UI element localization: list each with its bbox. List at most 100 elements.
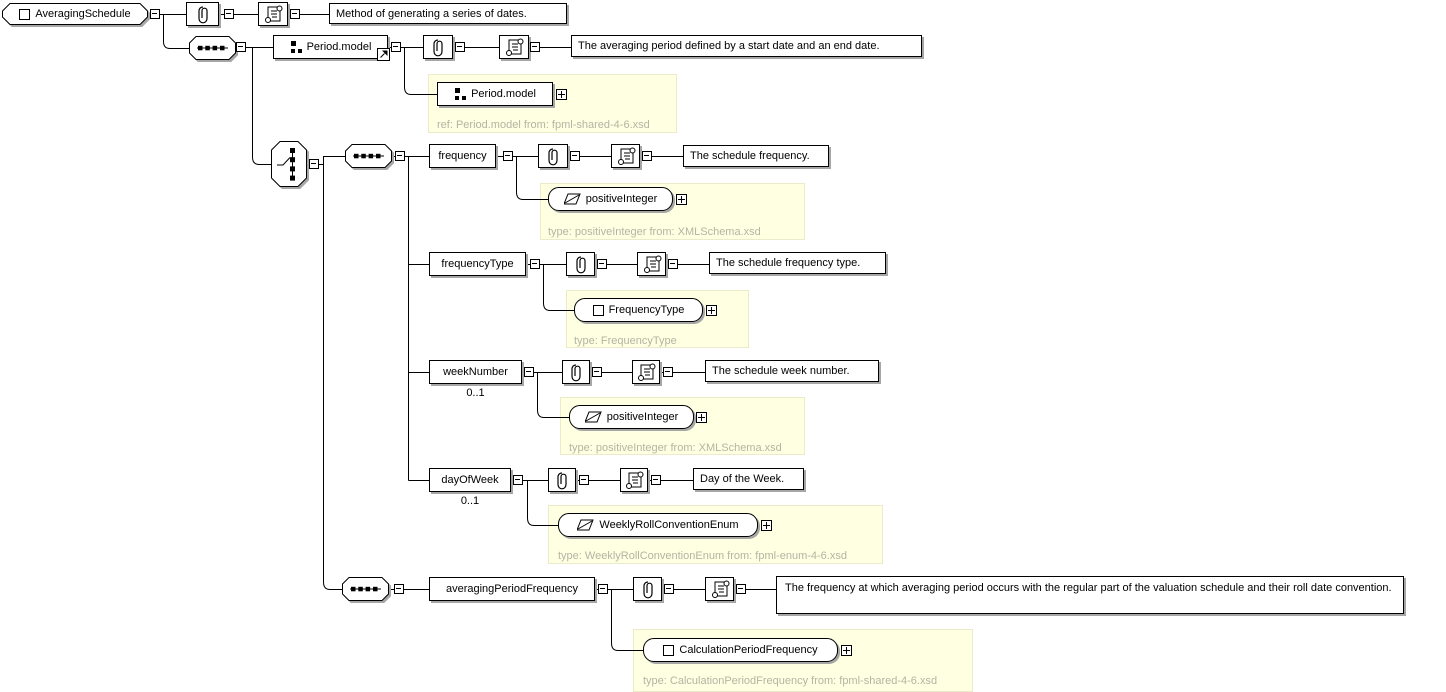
- expand-handle-positiveinteger-1[interactable]: [676, 194, 687, 205]
- attributes-node: [186, 2, 219, 26]
- collapse-handle-frequency[interactable]: [503, 151, 513, 161]
- element-icon: [19, 8, 31, 20]
- collapse-handle-frequency-type-attributes[interactable]: [597, 259, 607, 269]
- attributes-node: [423, 35, 453, 59]
- simple-type-icon: [577, 519, 595, 530]
- type-ref-positiveinteger[interactable]: positiveInteger: [569, 405, 694, 429]
- collapse-handle-frequency-annotation[interactable]: [642, 151, 652, 161]
- sequence-compositor-1[interactable]: [189, 36, 236, 60]
- collapse-handle-apf-attributes[interactable]: [664, 584, 674, 594]
- sequence-icon: [353, 153, 384, 159]
- frequency-type-annotation-text: The schedule frequency type.: [709, 252, 886, 274]
- collapse-handle-frequency-type-annotation[interactable]: [668, 259, 678, 269]
- frequency-annotation-text: The schedule frequency.: [683, 145, 829, 167]
- collapse-handle-day-of-week-annotation[interactable]: [651, 475, 661, 485]
- type-ref-frequencytype[interactable]: FrequencyType: [574, 298, 703, 322]
- sequence-compositor-2[interactable]: [345, 144, 392, 168]
- paperclip-icon: [548, 148, 558, 166]
- element-averaging-period-frequency[interactable]: averagingPeriodFrequency: [429, 577, 595, 601]
- occurs-label: 0..1: [460, 495, 480, 507]
- collapse-handle-week-number[interactable]: [524, 367, 534, 377]
- collapse-handle-root-attributes[interactable]: [224, 9, 234, 19]
- collapse-handle-choice[interactable]: [309, 159, 319, 169]
- occurs-label: 0..1: [466, 387, 485, 399]
- paperclip-icon: [571, 364, 581, 382]
- collapse-handle-day-of-week-attributes[interactable]: [579, 475, 589, 485]
- root-element-averagingschedule[interactable]: AveragingSchedule: [2, 3, 148, 25]
- attributes-node: [538, 144, 568, 168]
- day-of-week-annotation-text: Day of the Week.: [693, 468, 804, 490]
- simple-type-icon: [563, 193, 581, 204]
- type-ref-positiveinteger[interactable]: positiveInteger: [548, 187, 673, 211]
- collapse-handle-averaging-period-frequency[interactable]: [598, 584, 608, 594]
- scroll-icon: [643, 255, 661, 273]
- choice-compositor[interactable]: [271, 141, 307, 187]
- attributes-node: [562, 360, 590, 384]
- annotation-node: [632, 360, 660, 384]
- expand-handle-period-model-ref[interactable]: [556, 89, 567, 100]
- collapse-handle-period-model-annotation[interactable]: [530, 42, 540, 52]
- collapse-handle-period-model[interactable]: [391, 42, 401, 52]
- type-caption: type: positiveInteger from: XMLSchema.xs…: [548, 226, 761, 238]
- collapse-handle-week-number-attributes[interactable]: [592, 367, 602, 377]
- element-frequency[interactable]: frequency: [429, 144, 496, 168]
- choice-icon: [277, 148, 295, 181]
- annotation-node: [611, 144, 640, 168]
- scroll-icon: [617, 147, 635, 165]
- paperclip-icon: [433, 39, 443, 57]
- type-ref-period-model[interactable]: Period.model: [437, 82, 553, 106]
- scroll-icon: [506, 38, 524, 56]
- annotation-node: [258, 2, 288, 26]
- collapse-handle-root-annotation[interactable]: [290, 9, 300, 19]
- annotation-node: [705, 577, 734, 601]
- expand-handle-positiveinteger-2[interactable]: [696, 412, 707, 423]
- simple-type-icon: [584, 411, 602, 422]
- element-day-of-week[interactable]: dayOfWeek: [429, 468, 511, 492]
- scroll-icon: [626, 471, 644, 489]
- type-caption: type: CalculationPeriodFrequency from: f…: [643, 675, 938, 687]
- collapse-handle-sequence-1[interactable]: [236, 42, 246, 52]
- scroll-icon: [265, 5, 283, 23]
- expand-handle-calculationperiodfrequency[interactable]: [841, 645, 852, 656]
- complex-type-icon: [592, 304, 604, 316]
- sequence-icon: [350, 586, 381, 592]
- collapse-handle-frequency-type[interactable]: [530, 259, 540, 269]
- collapse-handle-day-of-week[interactable]: [513, 475, 523, 485]
- link-arrow-icon[interactable]: [377, 48, 390, 61]
- attributes-node: [548, 468, 576, 492]
- annotation-node: [620, 468, 648, 492]
- type-caption: type: WeeklyRollConventionEnum from: fpm…: [558, 550, 847, 562]
- expand-handle-frequencytype[interactable]: [706, 305, 717, 316]
- element-period-model[interactable]: Period.model: [273, 35, 388, 59]
- element-label: Period.model: [306, 41, 372, 53]
- paperclip-icon: [197, 6, 208, 24]
- type-caption: type: positiveInteger from: XMLSchema.xs…: [569, 442, 782, 454]
- collapse-handle-root[interactable]: [150, 9, 160, 19]
- type-caption: type: FrequencyType: [574, 335, 677, 347]
- sequence-compositor-3[interactable]: [342, 577, 389, 601]
- collapse-handle-week-number-annotation[interactable]: [663, 367, 673, 377]
- week-number-annotation-text: The schedule week number.: [705, 360, 879, 382]
- attributes-node: [633, 577, 662, 601]
- expand-handle-weeklyrollconventionenum[interactable]: [761, 520, 772, 531]
- collapse-handle-apf-annotation[interactable]: [736, 584, 746, 594]
- element-week-number[interactable]: weekNumber: [429, 360, 522, 384]
- annotation-node: [637, 252, 666, 276]
- collapse-handle-frequency-attributes[interactable]: [570, 151, 580, 161]
- collapse-handle-sequence-2[interactable]: [395, 151, 405, 161]
- root-annotation-text: Method of generating a series of dates.: [329, 3, 567, 24]
- model-group-icon: [290, 40, 302, 53]
- attributes-node: [566, 252, 595, 276]
- annotation-node: [499, 35, 529, 59]
- type-caption: ref: Period.model from: fpml-shared-4-6.…: [437, 119, 650, 131]
- element-frequency-type[interactable]: frequencyType: [429, 252, 526, 276]
- collapse-handle-period-model-attributes[interactable]: [455, 42, 465, 52]
- collapse-handle-sequence-3[interactable]: [394, 584, 404, 594]
- paperclip-icon: [575, 256, 586, 274]
- type-ref-weeklyrollconventionenum[interactable]: WeeklyRollConventionEnum: [558, 513, 758, 537]
- model-group-icon: [455, 87, 467, 100]
- type-ref-calculationperiodfrequency[interactable]: CalculationPeriodFrequency: [643, 638, 838, 662]
- scroll-icon: [711, 580, 729, 598]
